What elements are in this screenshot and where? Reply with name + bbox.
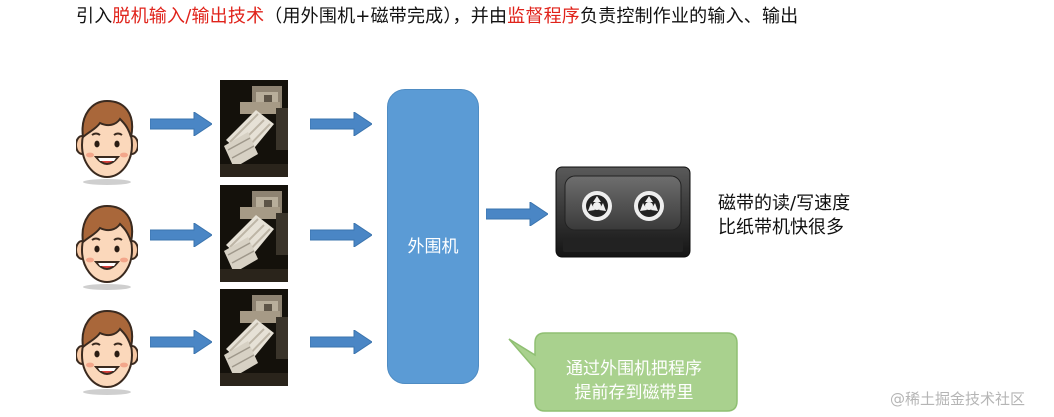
- arrow-right-icon: [310, 112, 372, 136]
- paper-tape-machine-icon: [220, 80, 288, 177]
- user-face-icon: [76, 100, 138, 185]
- arrow-right-icon: [310, 223, 372, 247]
- tape-speed-caption: 磁带的读/写速度 比纸带机快很多: [718, 192, 850, 240]
- tape-caption-line-2: 比纸带机快很多: [718, 217, 844, 238]
- callout-line-1: 通过外围机把程序: [566, 359, 702, 379]
- paper-tape-machine-icon: [220, 185, 288, 282]
- user-face-icon: [76, 310, 138, 395]
- arrow-right-icon: [310, 330, 372, 354]
- arrow-right-icon: [150, 112, 212, 136]
- tape-caption-line-1: 磁带的读/写速度: [718, 193, 851, 214]
- magnetic-tape-icon: [555, 166, 691, 258]
- peripheral-machine-label: 外围机: [407, 237, 459, 257]
- callout-text: 通过外围机把程序 提前存到磁带里: [533, 357, 735, 405]
- page-title: 引入脱机输入/输出技术（用外围机+磁带完成），并由监督程序负责控制作业的输入、输…: [76, 2, 798, 28]
- callout-line-2: 提前存到磁带里: [574, 383, 694, 403]
- arrow-right-icon: [486, 202, 548, 226]
- title-middle: （用外围机+磁带完成），并由: [264, 6, 508, 27]
- arrow-right-icon: [150, 223, 212, 247]
- callout-bubble: [508, 332, 738, 412]
- title-offline-io: 脱机输入/输出技术: [112, 6, 265, 27]
- title-end: 负责控制作业的输入、输出: [579, 6, 799, 27]
- watermark: @稀土掘金技术社区: [890, 390, 1026, 408]
- title-intro: 引入: [76, 6, 113, 27]
- user-face-icon: [76, 205, 138, 290]
- title-supervisor-program: 监督程序: [507, 6, 580, 27]
- arrow-right-icon: [150, 330, 212, 354]
- paper-tape-machine-icon: [220, 289, 288, 386]
- peripheral-machine-box: 外围机: [387, 89, 479, 384]
